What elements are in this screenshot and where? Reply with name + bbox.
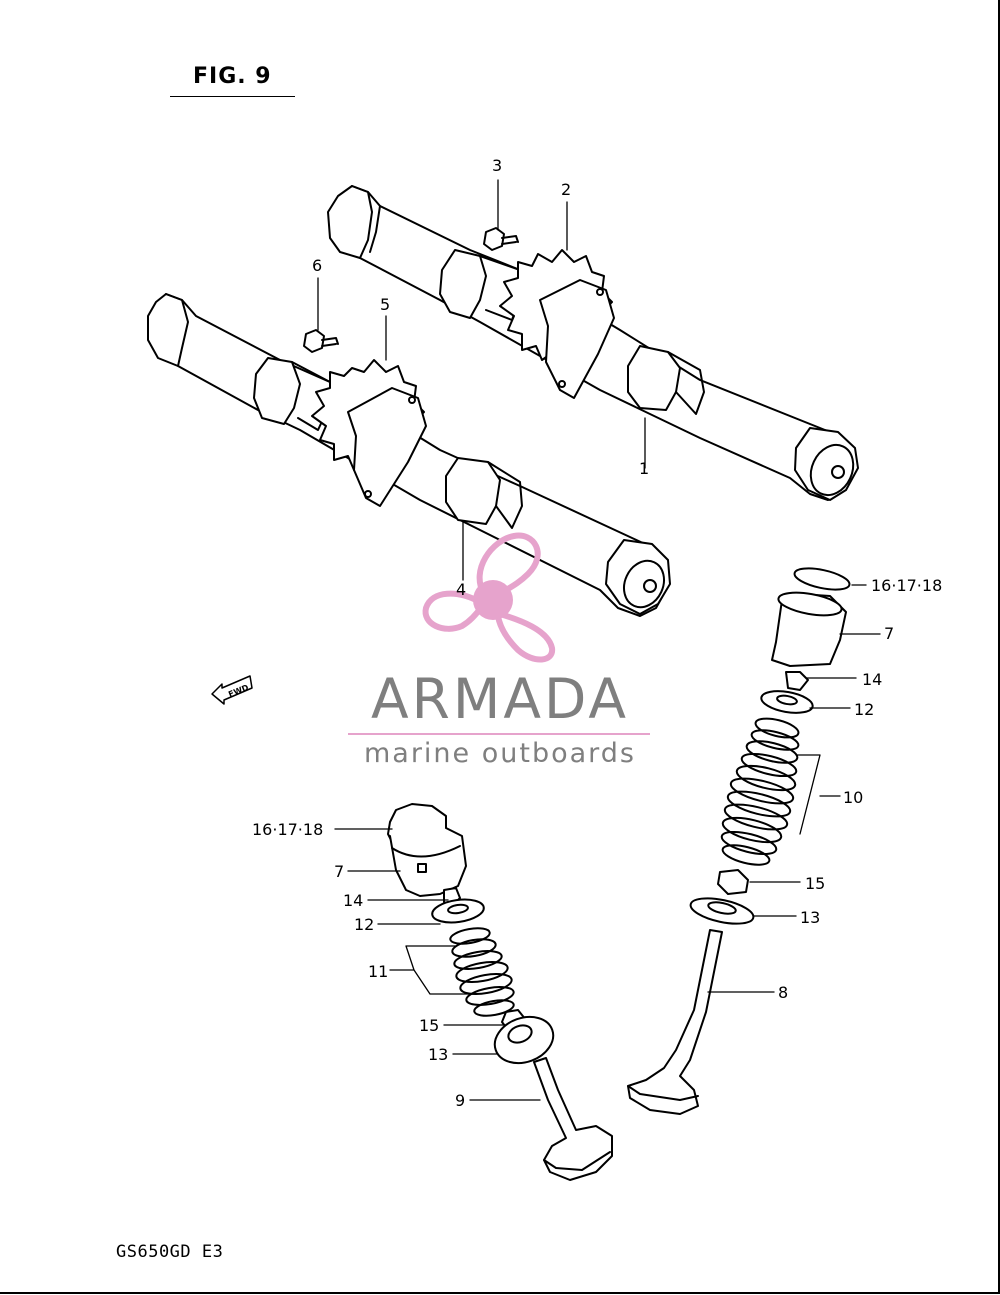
fwd-arrow: FWD xyxy=(211,675,253,705)
figure-title-underline xyxy=(170,96,295,97)
tappet-right xyxy=(771,591,847,667)
callout-12-left: 12 xyxy=(354,915,375,934)
callout-6: 6 xyxy=(312,256,323,275)
model-code: GS650GD E3 xyxy=(116,1242,224,1262)
valve-seal-right xyxy=(717,869,749,895)
sprocket-bolt-upper xyxy=(483,227,519,251)
callout-1: 1 xyxy=(639,459,650,478)
watermark-propeller xyxy=(422,532,556,663)
cam-sprocket-upper xyxy=(499,249,615,399)
retainer-right xyxy=(760,690,814,714)
retainer-left xyxy=(431,898,485,924)
valve-right xyxy=(627,929,723,1115)
callout-9: 9 xyxy=(455,1091,466,1110)
callout-11: 11 xyxy=(368,962,389,981)
watermark-brand: ARMADA xyxy=(371,667,629,731)
callout-12-right: 12 xyxy=(854,700,875,719)
callout-7-right: 7 xyxy=(884,624,895,643)
spring-right xyxy=(720,717,800,866)
leader-lines xyxy=(317,179,881,1101)
callout-16-17-18-right: 16·17·18 xyxy=(871,576,943,595)
watermark-tagline: marine outboards xyxy=(363,738,636,769)
spring-left xyxy=(449,927,515,1017)
cotter-right xyxy=(785,671,809,691)
tappet-left xyxy=(389,827,467,897)
callout-15-left: 15 xyxy=(419,1016,440,1035)
callout-15-right: 15 xyxy=(805,874,826,893)
callout-13-left: 13 xyxy=(428,1045,449,1064)
valve-left xyxy=(533,1057,613,1181)
callout-5: 5 xyxy=(380,295,391,314)
cam-sprocket-lower xyxy=(311,359,427,507)
callout-14-right: 14 xyxy=(862,670,883,689)
spring-seat-left xyxy=(493,1015,555,1065)
callout-7-left: 7 xyxy=(334,862,345,881)
callout-14-left: 14 xyxy=(343,891,364,910)
sprocket-bolt-lower xyxy=(303,329,339,353)
callout-10: 10 xyxy=(843,788,864,807)
callout-16-17-18-left: 16·17·18 xyxy=(252,820,324,839)
callout-2: 2 xyxy=(561,180,572,199)
shim-right xyxy=(793,567,851,591)
callout-8: 8 xyxy=(778,983,789,1002)
spring-seat-right xyxy=(689,897,755,925)
figure-title: FIG. 9 xyxy=(193,64,272,89)
callout-3: 3 xyxy=(492,156,503,175)
callout-13-right: 13 xyxy=(800,908,821,927)
callout-4: 4 xyxy=(456,580,467,599)
watermark-divider xyxy=(348,733,650,735)
